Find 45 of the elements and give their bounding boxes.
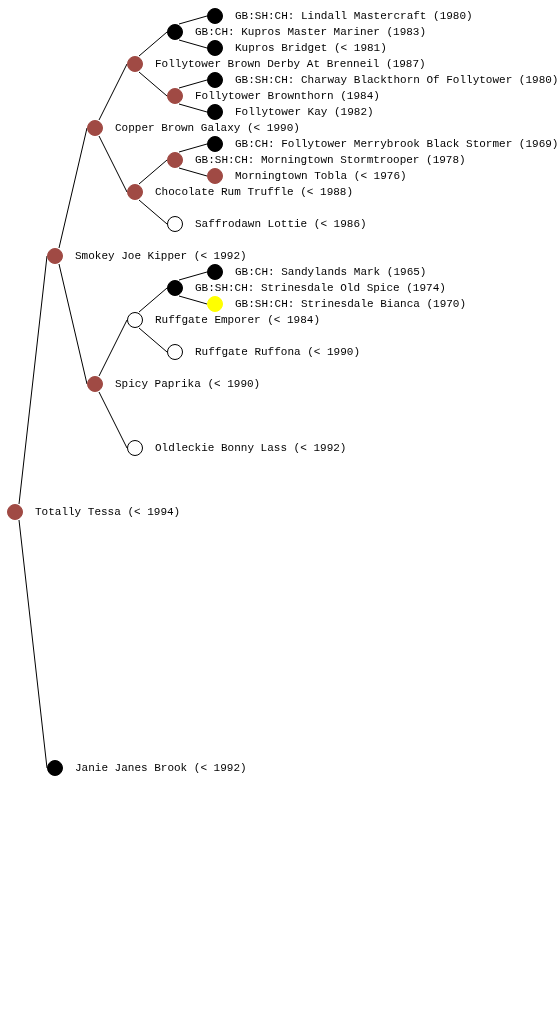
dog-name: Smokey Joe Kipper (< 1992) [75, 249, 247, 263]
dog-name: Ruffgate Emporer (< 1984) [155, 313, 321, 327]
connector-line [178, 79, 208, 89]
connector-line [178, 271, 208, 281]
connector-line [178, 143, 208, 153]
connector-line [178, 15, 208, 25]
dog-name: Follytower Brownthorn (1984) [195, 89, 380, 103]
connector-line [138, 199, 168, 225]
dog-name: Follytower Brown Derby At Brenneil (1987) [155, 57, 426, 71]
dog-name: Oldleckie Bonny Lass (< 1992) [155, 441, 347, 455]
connector-line [138, 327, 168, 353]
connector-line [178, 39, 208, 49]
connector-line [58, 263, 88, 385]
dog-name: Follytower Kay (1982) [235, 105, 374, 119]
connector-line [98, 63, 128, 121]
connector-line [178, 103, 208, 113]
connector-line [138, 31, 168, 57]
dog-name: GB:CH: Follytower Merrybrook Black Stormer (1969) [235, 137, 559, 151]
dog-name: GB:SH:CH: Strinesdale Bianca (1970) [235, 297, 467, 311]
connector-line [98, 391, 128, 449]
connector-line [178, 167, 208, 177]
dog-name: GB:SH:CH: Strinesdale Old Spice (1974) [195, 281, 446, 295]
connector-line [18, 519, 48, 769]
connector-line [58, 127, 88, 249]
dog-name: Morningtown Tobla (< 1976) [235, 169, 407, 183]
dog-name: GB:CH: Sandylands Mark (1965) [235, 265, 427, 279]
dog-name: Kupros Bridget (< 1981) [235, 41, 387, 55]
dog-name: Chocolate Rum Truffle (< 1988) [155, 185, 354, 199]
dog-name: Saffrodawn Lottie (< 1986) [195, 217, 367, 231]
dog-name: Spicy Paprika (< 1990) [115, 377, 261, 391]
dog-name: Ruffgate Ruffona (< 1990) [195, 345, 361, 359]
connector-line [98, 319, 128, 377]
dog-name: Totally Tessa (< 1994) [35, 505, 181, 519]
connector-line [178, 295, 208, 305]
connector-line [18, 255, 48, 505]
dog-name: Copper Brown Galaxy (< 1990) [115, 121, 300, 135]
connector-line [98, 135, 128, 193]
dog-name: GB:SH:CH: Morningtown Stormtrooper (1978) [195, 153, 466, 167]
dog-name: GB:SH:CH: Charway Blackthorn Of Follytower (1980) [235, 73, 559, 87]
dog-name: Janie Janes Brook (< 1992) [75, 761, 247, 775]
connector-line [138, 159, 168, 185]
connector-line [138, 287, 168, 313]
connector-line [138, 71, 168, 97]
dog-name: GB:CH: Kupros Master Mariner (1983) [195, 25, 427, 39]
dog-name: GB:SH:CH: Lindall Mastercraft (1980) [235, 9, 473, 23]
